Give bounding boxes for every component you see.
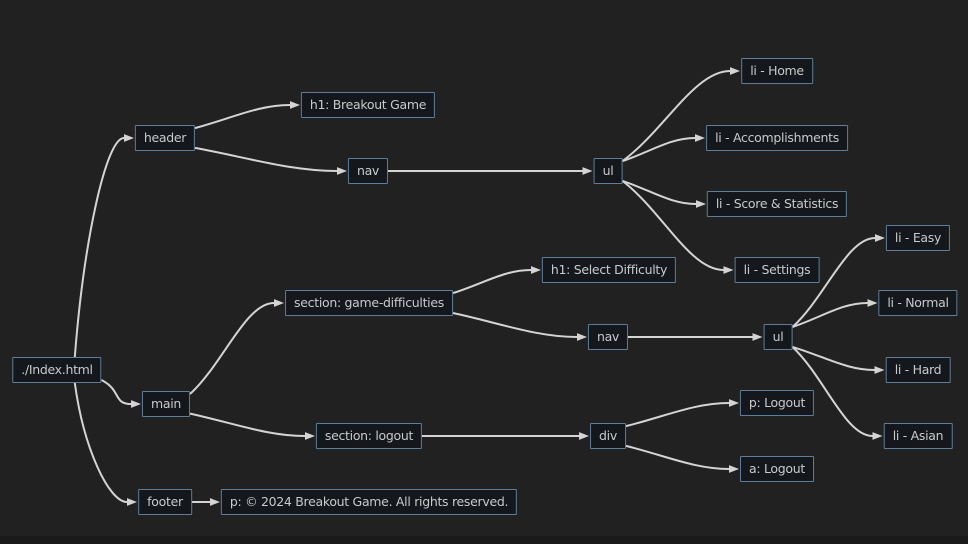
arrowhead-icon bbox=[131, 400, 141, 408]
graph-edge-ul-right-li-asian bbox=[791, 346, 873, 437]
arrowhead-icon bbox=[579, 432, 589, 440]
graph-edge-ul-right-li-normal bbox=[792, 302, 868, 328]
graph-edge-main-section-logout bbox=[189, 412, 306, 437]
arrowhead-icon bbox=[875, 234, 885, 242]
graph-edge-root-footer bbox=[73, 382, 128, 503]
arrowhead-icon bbox=[531, 266, 541, 274]
arrowhead-icon bbox=[337, 167, 347, 175]
arrowhead-icon bbox=[305, 432, 315, 440]
graph-edge-root-header bbox=[73, 137, 125, 358]
graph-edge-ul-right-li-easy bbox=[791, 237, 876, 328]
arrowhead-icon bbox=[730, 67, 740, 75]
arrowhead-icon bbox=[729, 465, 739, 473]
arrowhead-icon bbox=[695, 134, 705, 142]
bottom-strip bbox=[0, 536, 968, 544]
arrowhead-icon bbox=[723, 266, 734, 274]
graph-edge-ul-top-li-home bbox=[621, 70, 731, 162]
graph-edge-main-section-game bbox=[189, 302, 275, 395]
graph-edge-section-game-nav-mid bbox=[452, 312, 578, 338]
graph-edge-ul-top-li-score bbox=[622, 179, 697, 205]
graph-edge-div-a-logout bbox=[625, 444, 730, 470]
arrowhead-icon bbox=[867, 299, 878, 307]
arrowhead-icon bbox=[582, 167, 593, 175]
graph-edge-ul-right-li-hard bbox=[792, 345, 875, 371]
graph-edge-root-main bbox=[101, 379, 132, 405]
arrowhead-icon bbox=[210, 498, 220, 506]
arrowhead-icon bbox=[124, 134, 134, 142]
graph-edge-ul-top-li-settings bbox=[621, 180, 724, 271]
graph-edge-section-game-h1-select bbox=[452, 269, 532, 295]
arrowhead-icon bbox=[274, 299, 284, 307]
graph-edge-header-nav-top bbox=[194, 146, 338, 172]
arrowhead-icon bbox=[127, 498, 137, 506]
arrowhead-icon bbox=[872, 432, 883, 440]
arrowhead-icon bbox=[290, 101, 300, 109]
graph-edge-header-h1-breakout bbox=[194, 104, 291, 130]
arrowhead-icon bbox=[696, 200, 706, 208]
arrowhead-icon bbox=[752, 333, 763, 341]
arrowhead-icon bbox=[874, 366, 885, 374]
arrowhead-icon bbox=[729, 399, 739, 407]
graph-edge-ul-top-li-accomplishments bbox=[622, 137, 696, 163]
graph-edge-div-p-logout bbox=[625, 402, 730, 428]
arrowhead-icon bbox=[577, 333, 587, 341]
